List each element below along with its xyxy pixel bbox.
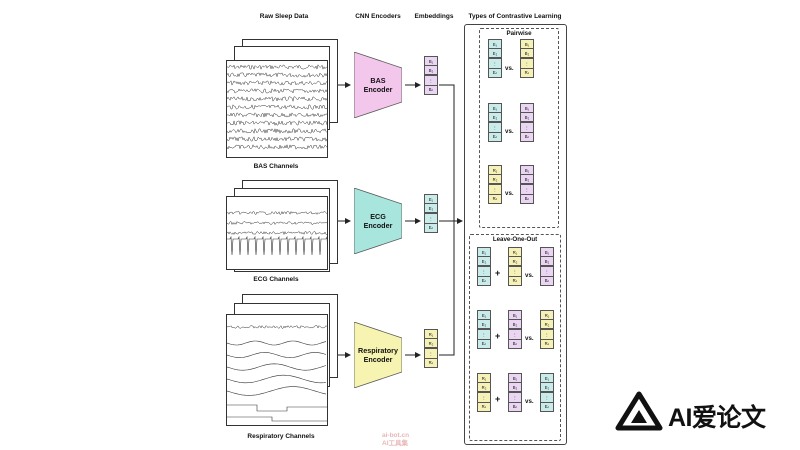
eeg-trace bbox=[226, 112, 328, 119]
pairwise-group: Pairwise bbox=[479, 28, 559, 228]
embedding-cell: Rₙ bbox=[508, 275, 522, 286]
eeg-trace bbox=[226, 72, 328, 78]
header-embeddings: Embeddings bbox=[414, 13, 454, 20]
resp-noise-trace bbox=[226, 325, 328, 329]
embedding-cell: Bₙ bbox=[508, 401, 522, 412]
ecg-traces bbox=[226, 210, 331, 256]
loo-ecg-column: E₁ E₂ ⋮ Eₙ bbox=[477, 247, 491, 286]
eeg-trace bbox=[226, 136, 328, 142]
pairwise-resp-column: R₁ R₂ ⋮ Rₙ bbox=[488, 165, 502, 204]
eeg-trace bbox=[226, 143, 328, 150]
embedding-cell: Eₙ bbox=[477, 275, 491, 286]
bas-sheet-front bbox=[226, 60, 328, 158]
eeg-trace bbox=[226, 96, 328, 103]
vs-label: vs. bbox=[505, 65, 514, 72]
ecg-noise-trace bbox=[226, 210, 328, 215]
ecg-noise-trace bbox=[226, 230, 328, 236]
loo-ecg-column: E₁ E₂ ⋮ Eₙ bbox=[477, 310, 491, 349]
pairwise-bas-column: B₁ B₂ ⋮ Bₙ bbox=[520, 165, 534, 204]
contrastive-types-panel bbox=[464, 24, 567, 445]
eeg-trace bbox=[226, 127, 328, 135]
watermark-line: AI工具集 bbox=[382, 440, 408, 447]
vs-label: vs. bbox=[525, 272, 534, 279]
pairwise-ecg-column: E₁ E₂ ⋮ Eₙ bbox=[488, 103, 502, 142]
bas-eeg-traces bbox=[226, 64, 328, 150]
loo-bas-column: B₁ B₂ ⋮ Bₙ bbox=[508, 373, 522, 412]
loo-bas-column: B₁ B₂ ⋮ Bₙ bbox=[508, 310, 522, 349]
resp-wave-trace bbox=[226, 374, 327, 384]
pairwise-bas-column: B₁ B₂ ⋮ Rₙ bbox=[520, 39, 534, 78]
caption-respiratory-channels: Respiratory Channels bbox=[247, 433, 315, 440]
eeg-trace bbox=[227, 64, 328, 71]
eeg-trace bbox=[226, 80, 328, 86]
embedding-cell: Eₙ bbox=[540, 401, 554, 412]
embedding-cell: Eₙ bbox=[488, 131, 502, 142]
ecg-beat-trace bbox=[227, 235, 331, 256]
embedding-cell: Eₙ bbox=[488, 67, 502, 78]
plus-label: + bbox=[495, 394, 501, 404]
header-cnn-encoders: CNN Encoders bbox=[355, 13, 401, 20]
eeg-trace bbox=[226, 119, 328, 126]
vs-label: vs. bbox=[505, 190, 514, 197]
brand-watermark-text: AI爱论文 bbox=[668, 404, 766, 432]
embedding-cell: Bₙ bbox=[520, 193, 534, 204]
brand-logo-icon bbox=[615, 391, 663, 431]
caption-ecg-channels: ECG Channels bbox=[253, 276, 299, 283]
resp-wave-trace bbox=[226, 340, 327, 346]
loo-resp-column: R₁ R₂ ⋮ Rₙ bbox=[508, 247, 522, 286]
bas-encoder-label: BAS Encoder bbox=[363, 76, 393, 94]
vs-label: vs. bbox=[505, 128, 514, 135]
ecg-embedding-column: E₁ E₂ ⋮ Eₙ bbox=[424, 194, 438, 233]
ecg-encoder: ECG Encoder bbox=[354, 188, 402, 254]
resp-encoder: Respiratory Encoder bbox=[354, 322, 402, 388]
resp-step-trace bbox=[227, 416, 327, 422]
pairwise-title: Pairwise bbox=[506, 30, 532, 37]
header-contrastive-types: Types of Contrastive Learning bbox=[468, 13, 562, 20]
embedding-cell: Rₙ bbox=[477, 401, 491, 412]
plus-label: + bbox=[495, 268, 501, 278]
loo-bas-column: B₁ B₂ ⋮ Bₙ bbox=[540, 247, 554, 286]
bas-encoder: BAS Encoder bbox=[354, 52, 402, 118]
resp-encoder-label: Respiratory Encoder bbox=[358, 346, 398, 364]
resp-sheet-front bbox=[226, 314, 328, 426]
ecg-sheet-front bbox=[226, 196, 331, 270]
embedding-cell: Rₙ bbox=[520, 67, 534, 78]
leave-one-out-title: Leave-One-Out bbox=[492, 236, 538, 243]
watermark-line: ai-bot.cn bbox=[382, 432, 410, 439]
loo-resp-column: R₁ R₂ ⋮ Rₙ bbox=[540, 310, 554, 349]
embedding-cell: Bₙ bbox=[540, 275, 554, 286]
caption-bas-channels: BAS Channels bbox=[253, 163, 299, 170]
ecg-encoder-label: ECG Encoder bbox=[363, 212, 393, 230]
resp-wave-trace bbox=[226, 352, 327, 358]
plus-label: + bbox=[495, 331, 501, 341]
header-raw-sleep-data: Raw Sleep Data bbox=[259, 13, 309, 20]
ecg-noise-trace bbox=[226, 220, 328, 226]
pairwise-bas-column: B₁ B₂ ⋮ Bₙ bbox=[520, 103, 534, 142]
embedding-cell: Eₙ bbox=[424, 222, 438, 233]
embedding-cell: Rₙ bbox=[540, 338, 554, 349]
eeg-trace bbox=[226, 88, 328, 94]
resp-step-trace bbox=[227, 404, 327, 412]
pairwise-ecg-column: E₁ E₂ ⋮ Eₙ bbox=[488, 39, 502, 78]
watermark-aibot: ai-bot.cn AI工具集 bbox=[382, 432, 409, 448]
vs-label: vs. bbox=[525, 398, 534, 405]
loo-ecg-column: E₁ E₂ ⋮ Eₙ bbox=[540, 373, 554, 412]
leave-one-out-group: Leave-One-Out bbox=[469, 234, 561, 441]
resp-wave-trace bbox=[226, 386, 327, 396]
resp-traces bbox=[226, 325, 328, 422]
embedding-cell: Bₙ bbox=[508, 338, 522, 349]
embedding-cell: Bₙ bbox=[424, 84, 438, 95]
embedding-cell: Bₙ bbox=[520, 131, 534, 142]
vs-label: vs. bbox=[525, 335, 534, 342]
embedding-cell: Eₙ bbox=[477, 338, 491, 349]
embedding-cell: Rₙ bbox=[424, 357, 438, 368]
loo-resp-column: R₁ R₂ ⋮ Rₙ bbox=[477, 373, 491, 412]
resp-embedding-column: R₁ R₂ ⋮ Rₙ bbox=[424, 329, 438, 368]
resp-wave-trace bbox=[226, 363, 327, 371]
bas-embedding-column: B₁ B₂ ⋮ Bₙ bbox=[424, 56, 438, 95]
eeg-trace bbox=[226, 104, 327, 110]
embedding-cell: Rₙ bbox=[488, 193, 502, 204]
